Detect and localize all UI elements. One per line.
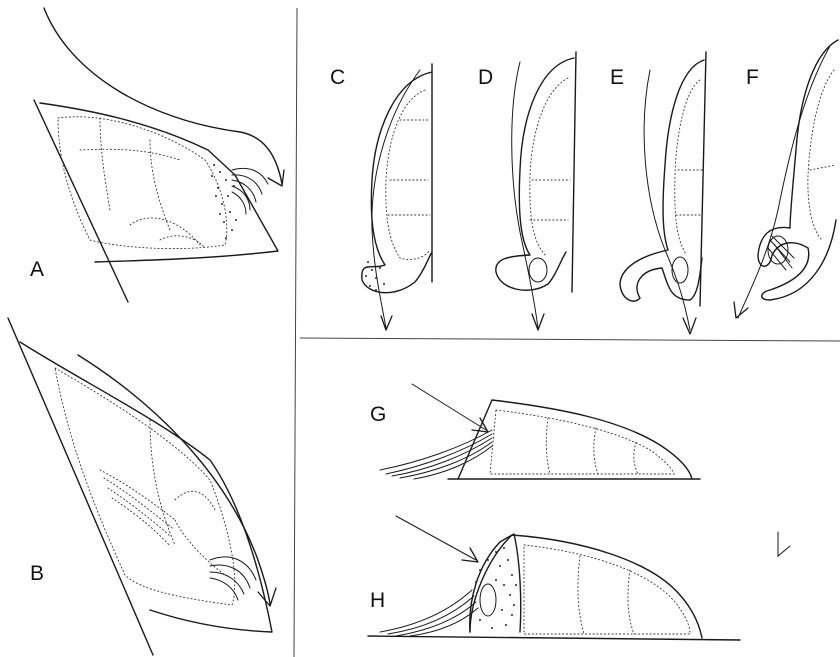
panel-d: D (478, 52, 576, 330)
panel-h-substrate (368, 636, 740, 640)
panel-f: F (734, 40, 838, 318)
panel-label-e: E (610, 66, 624, 89)
panel-e: E (610, 52, 706, 334)
panel-b-cirri (100, 470, 256, 600)
panel-g-body (490, 410, 674, 474)
horizontal-divider (300, 338, 840, 341)
panel-d-body (530, 78, 568, 255)
panel-f-cirri (768, 236, 794, 270)
panel-label-b: B (30, 562, 44, 585)
panel-d-curve (512, 62, 538, 328)
panel-h-stipple (475, 547, 517, 629)
panel-h-pointer (396, 516, 476, 560)
panel-b-segment-2 (175, 491, 215, 510)
panel-e-curve (644, 70, 690, 330)
panel-g-shell (458, 400, 692, 479)
panel-d-shell (496, 58, 574, 290)
panel-b-segment-3 (175, 520, 225, 575)
panel-c-shell (362, 72, 432, 293)
panel-label-g: G (370, 403, 386, 426)
panel-a-segment-2 (80, 149, 180, 160)
panel-g-segment-2 (594, 428, 598, 474)
panel-b: B (8, 318, 276, 655)
panel-h: H (368, 516, 740, 640)
panel-label-f: F (746, 66, 759, 89)
panel-e-body (675, 80, 700, 254)
panel-a-cirri (232, 168, 268, 214)
panel-g-pointer (412, 384, 486, 430)
panel-a-shell (40, 103, 278, 262)
panel-a-segment-1 (100, 118, 110, 210)
panel-h-aperture (480, 584, 496, 616)
panel-a-body (58, 117, 227, 249)
panel-label-a: A (30, 258, 44, 281)
panel-b-shell (20, 342, 272, 632)
stray-mark (778, 532, 790, 556)
panel-g-segment-3 (634, 442, 638, 474)
panel-label-h: H (370, 589, 385, 612)
panel-c: C (330, 64, 432, 330)
panel-h-body (524, 545, 690, 634)
panel-h-segment-2 (628, 570, 634, 634)
panel-b-segment-1 (150, 420, 175, 545)
panel-f-segment (810, 165, 836, 170)
panel-h-segment-1 (578, 556, 584, 634)
vertical-divider (294, 8, 297, 657)
panel-b-substrate (8, 318, 153, 655)
panel-h-shell (470, 535, 702, 638)
panel-a-segment-5 (160, 236, 205, 248)
panel-a-segment-4 (130, 218, 200, 245)
panel-a: A (30, 8, 284, 302)
panel-c-curve (372, 70, 420, 328)
panel-e-aperture (672, 257, 688, 283)
panel-a-substrate (34, 100, 128, 302)
panel-label-d: D (478, 66, 493, 89)
panel-h-operculum (470, 534, 521, 632)
panel-f-body (808, 70, 834, 240)
panel-a-curve (44, 8, 282, 184)
panel-e-shell (620, 60, 704, 301)
panel-g-segment-1 (546, 418, 550, 474)
panel-c-body (386, 90, 430, 260)
panel-d-substrate (572, 52, 576, 292)
panel-c-arrow (381, 316, 392, 330)
panel-h-cirri (380, 590, 478, 636)
panel-d-aperture (529, 258, 547, 282)
panel-f-shell (758, 40, 838, 300)
panel-label-c: C (330, 66, 345, 89)
panel-g: G (370, 384, 700, 479)
